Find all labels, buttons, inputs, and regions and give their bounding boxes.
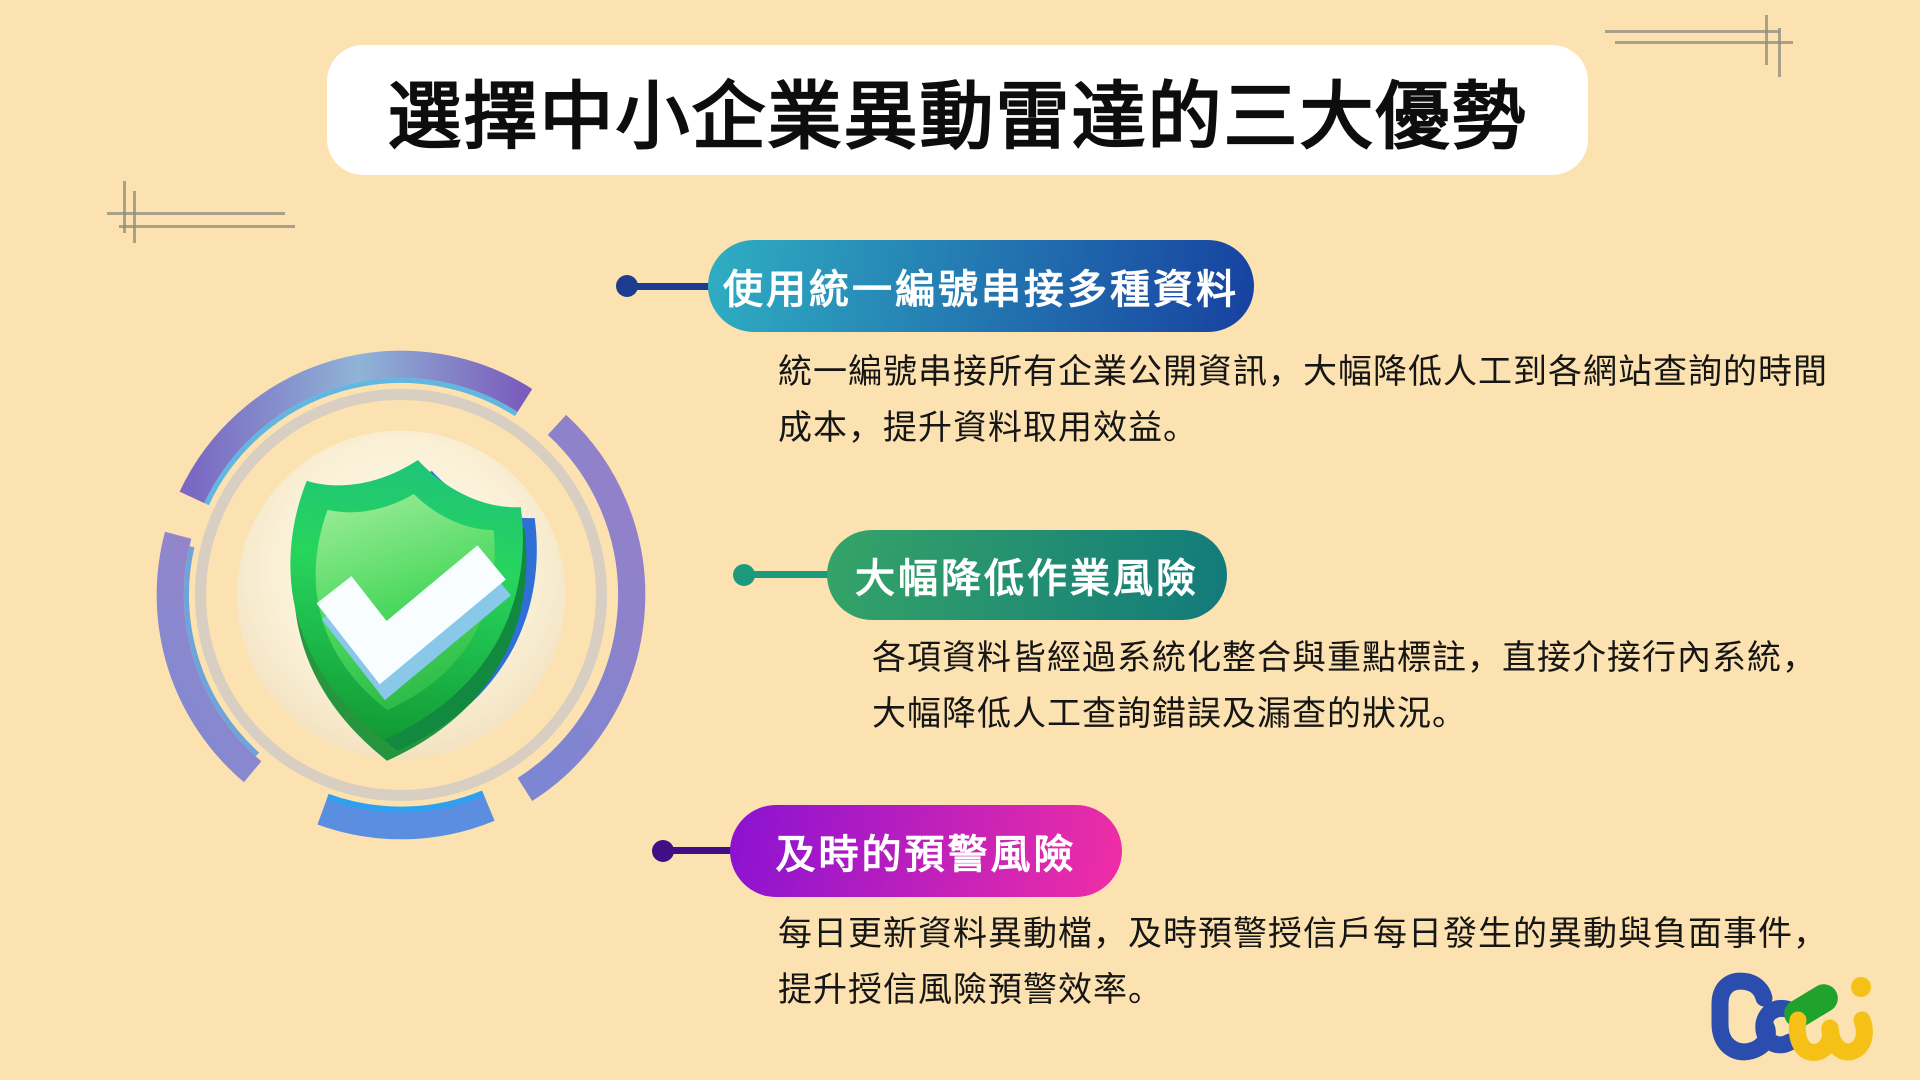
pill-1-label: 使用統一編號串接多種資料 — [723, 267, 1239, 313]
description-1-line-1: 統一編號串接所有企業公開資訊，大幅降低人工到各網站查詢的時間 — [778, 352, 1828, 392]
decor-line — [119, 225, 295, 228]
description-1-line-2: 成本，提升資料取用效益。 — [778, 408, 1198, 448]
tej-logo — [1711, 972, 1873, 1061]
title-card: 選擇中小企業異動雷達的三大優勢 — [327, 45, 1588, 175]
description-3-line-1: 每日更新資料異動檔，及時預警授信戶每日發生的異動與負面事件， — [778, 914, 1828, 954]
description-2-line-2: 大幅降低人工查詢錯誤及漏查的狀況。 — [872, 694, 1467, 734]
decor-line — [123, 181, 126, 233]
connector-line-1 — [627, 283, 717, 290]
page-title: 選擇中小企業異動雷達的三大優勢 — [387, 73, 1528, 160]
description-3-line-2: 提升授信風險預警效率。 — [778, 970, 1163, 1010]
decor-line — [1605, 30, 1780, 33]
pill-3-label: 及時的預警風險 — [775, 832, 1077, 878]
description-3: 每日更新資料異動檔，及時預警授信戶每日發生的異動與負面事件， 提升授信風險預警效… — [778, 906, 1828, 1018]
decor-line — [1765, 15, 1768, 65]
pill-2: 大幅降低作業風險 — [827, 530, 1227, 620]
decor-line — [133, 191, 136, 243]
decor-line — [107, 212, 285, 215]
connector-line-2 — [744, 571, 836, 578]
description-2-line-1: 各項資料皆經過系統化整合與重點標註，直接介接行內系統， — [872, 638, 1817, 678]
description-1: 統一編號串接所有企業公開資訊，大幅降低人工到各網站查詢的時間 成本，提升資料取用… — [778, 344, 1828, 456]
pill-1: 使用統一編號串接多種資料 — [708, 240, 1254, 332]
connector-line-3 — [663, 847, 739, 854]
decor-line — [1778, 28, 1781, 77]
description-2: 各項資料皆經過系統化整合與重點標註，直接介接行內系統， 大幅降低人工查詢錯誤及漏… — [872, 630, 1817, 742]
shield-check-icon — [156, 350, 646, 840]
decor-line — [1615, 41, 1793, 44]
pill-2-label: 大幅降低作業風險 — [855, 556, 1199, 602]
pill-3: 及時的預警風險 — [730, 805, 1122, 897]
